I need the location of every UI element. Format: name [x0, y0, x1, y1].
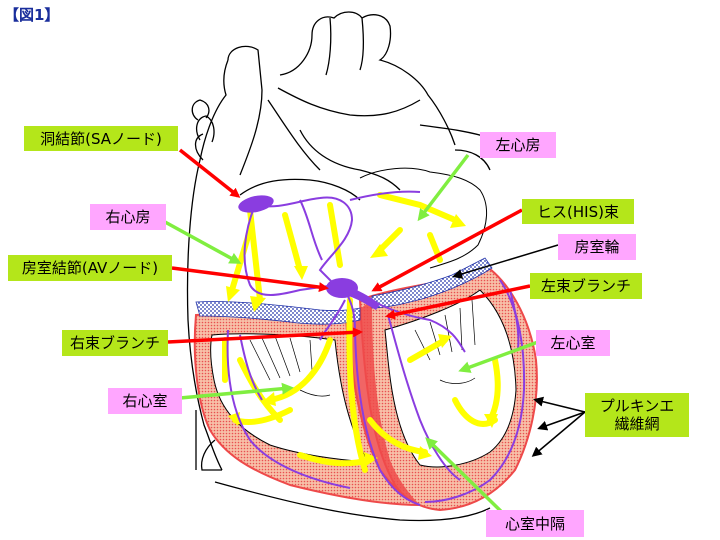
nodes	[238, 195, 380, 310]
left-atrium-outline	[359, 167, 487, 269]
label-left-ventricle: 左心室	[536, 330, 610, 356]
arrow-av-node	[171, 266, 329, 293]
arrow-left-atrium	[417, 153, 470, 222]
label-purkinje-line1: プルキンエ	[599, 397, 675, 415]
arrow-right-ventricle	[179, 382, 294, 400]
label-right-ventricle: 右心室	[108, 388, 182, 414]
arrow-purkinje-3	[531, 411, 586, 457]
his-bundle-shape	[348, 288, 380, 310]
label-left-atrium: 左心房	[480, 132, 556, 158]
arrow-left-ventricle	[458, 340, 539, 373]
label-av-ring: 房室輪	[558, 234, 636, 260]
chordae	[249, 299, 476, 397]
arrow-right-atrium	[164, 220, 242, 264]
label-right-atrium: 右心房	[90, 204, 166, 230]
purple-conduction-system	[226, 190, 526, 506]
label-sa-node: 洞結節(SAノード)	[24, 126, 178, 151]
label-his-bundle: ヒス(HIS)束	[522, 199, 634, 224]
arrow-purkinje-1	[533, 396, 586, 413]
arrow-av-ring	[452, 244, 559, 279]
pointer-arrows	[164, 148, 586, 524]
label-left-bundle: 左束ブランチ	[530, 273, 642, 299]
arrow-septum	[425, 437, 514, 524]
arrow-sa-node	[178, 148, 241, 198]
sa-node-shape	[238, 195, 274, 213]
arrow-right-bundle	[167, 327, 363, 344]
arrow-his	[371, 208, 523, 292]
arrow-purkinje-2	[537, 411, 586, 431]
label-right-bundle: 右束ブランチ	[62, 330, 168, 356]
label-purkinje: プルキンエ 繊維網	[585, 393, 689, 437]
label-purkinje-line2: 繊維網	[614, 415, 660, 433]
arrow-left-bundle	[385, 284, 531, 320]
heart-outline	[186, 11, 497, 522]
figure-label: 【図1】	[4, 6, 60, 24]
label-septum: 心室中隔	[486, 510, 584, 537]
label-av-node: 房室結節(AVノード)	[8, 255, 172, 281]
